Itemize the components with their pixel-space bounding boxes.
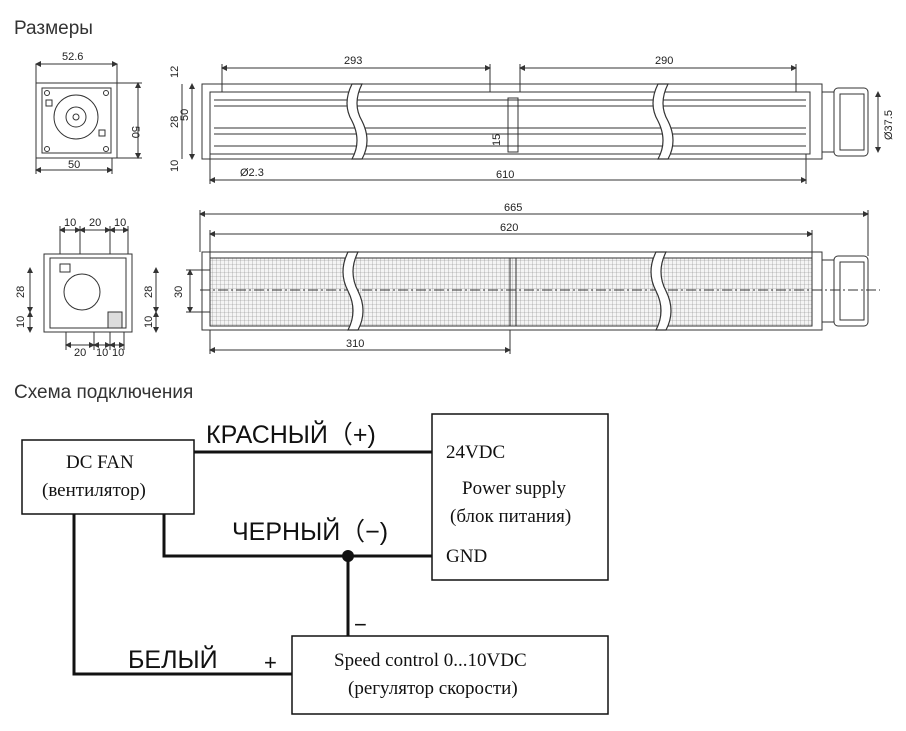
break-marks-bottom bbox=[342, 251, 672, 331]
dim-bot-20: 20 bbox=[74, 347, 86, 359]
dim-hole: Ø2.3 bbox=[240, 167, 264, 179]
dim-end-width: 52.6 bbox=[62, 51, 83, 63]
minus-sign: − bbox=[354, 612, 367, 637]
break-marks-top bbox=[346, 83, 674, 160]
dim-h10: 10 bbox=[169, 160, 181, 172]
white-wire-label: БЕЛЫЙ bbox=[128, 644, 218, 674]
dim-h28: 28 bbox=[169, 116, 181, 128]
dim-end-base: 50 bbox=[68, 159, 80, 171]
dim-end-height: 50 bbox=[129, 126, 141, 138]
psu-gnd-label: GND bbox=[446, 546, 487, 567]
dim-total-620: 620 bbox=[500, 222, 518, 234]
fan-label-line2: (вентилятор) bbox=[42, 480, 146, 501]
dim-diameter: Ø37.5 bbox=[883, 110, 895, 140]
dim-left-10: 10 bbox=[15, 316, 27, 328]
dim-top-10a: 10 bbox=[64, 217, 76, 229]
dim-half-310: 310 bbox=[346, 338, 364, 350]
dim-top-10b: 10 bbox=[114, 217, 126, 229]
psu-24v-label: 24VDC bbox=[446, 442, 505, 463]
dim-h12: 12 bbox=[169, 66, 181, 78]
junction-dot bbox=[342, 550, 354, 562]
dim-bot-10a: 10 bbox=[96, 347, 108, 359]
fan-label-line1: DC FAN bbox=[66, 452, 134, 473]
dim-h50: 50 bbox=[179, 109, 191, 121]
dim-len-a: 293 bbox=[344, 55, 362, 67]
dimensions-title: Размеры bbox=[14, 18, 93, 39]
plus-sign: + bbox=[264, 650, 277, 675]
dim-top-20: 20 bbox=[89, 217, 101, 229]
dim-h15: 15 bbox=[491, 134, 503, 146]
black-wire-label: ЧЕРНЫЙ（−) bbox=[232, 516, 388, 546]
dim-right-10: 10 bbox=[143, 316, 155, 328]
wiring-title: Схема подключения bbox=[14, 382, 193, 403]
white-wire bbox=[72, 514, 292, 676]
dim-h30: 30 bbox=[173, 286, 185, 298]
side-view-bottom bbox=[186, 210, 880, 354]
psu-label-line1: Power supply bbox=[462, 478, 566, 499]
dim-total-665: 665 bbox=[504, 202, 522, 214]
psu-label-line2: (блок питания) bbox=[450, 506, 571, 527]
dim-left-28: 28 bbox=[15, 286, 27, 298]
dim-bot-10b: 10 bbox=[112, 347, 124, 359]
speed-control-box bbox=[291, 635, 609, 715]
end-view-top bbox=[35, 61, 142, 174]
control-label-line2: (регулятор скорости) bbox=[348, 678, 518, 699]
side-view-top bbox=[181, 64, 881, 184]
dim-len-b: 290 bbox=[655, 55, 673, 67]
fan-box bbox=[21, 439, 195, 515]
psu-box bbox=[431, 413, 609, 581]
dim-right-28: 28 bbox=[143, 286, 155, 298]
red-wire-label: КРАСНЫЙ（+) bbox=[206, 419, 376, 449]
wiring-diagram bbox=[21, 413, 609, 715]
end-view-bottom bbox=[27, 226, 159, 350]
control-label-line1: Speed control 0...10VDC bbox=[334, 650, 527, 671]
dim-total-610: 610 bbox=[496, 169, 514, 181]
